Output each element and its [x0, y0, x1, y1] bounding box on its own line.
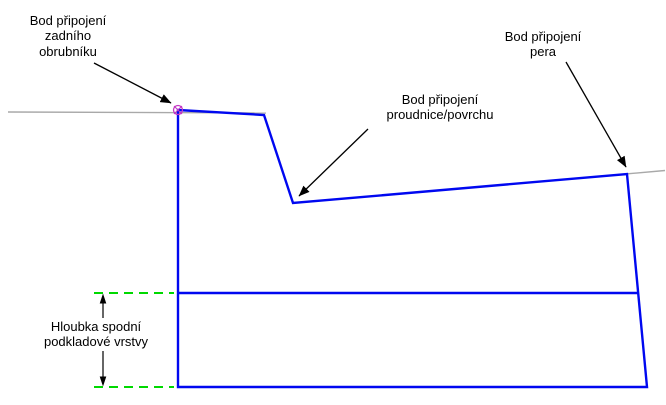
dimension-arrow-up-icon [99, 293, 107, 304]
label-flowline-surface-attachment: Bod připojení proudnice/povrchu [386, 92, 494, 123]
dimension-arrow-down-icon [99, 376, 107, 387]
attachment-point-circle [172, 104, 184, 116]
label-tongue-attachment: Bod připojení pera [504, 29, 582, 60]
attachment-point-marker [172, 104, 184, 116]
leader-arrow-back-curb [93, 62, 172, 104]
attachment-point-cross-2 [173, 105, 183, 115]
label-base-layer-depth: Hloubka spodní podkladové vrstvy [18, 318, 174, 351]
leader-arrow-flowline [298, 128, 369, 197]
label-back-curb-attachment: Bod připojení zadního obrubníku [29, 13, 107, 59]
section-outline [176, 108, 649, 389]
leader-arrow-tongue [565, 61, 627, 168]
